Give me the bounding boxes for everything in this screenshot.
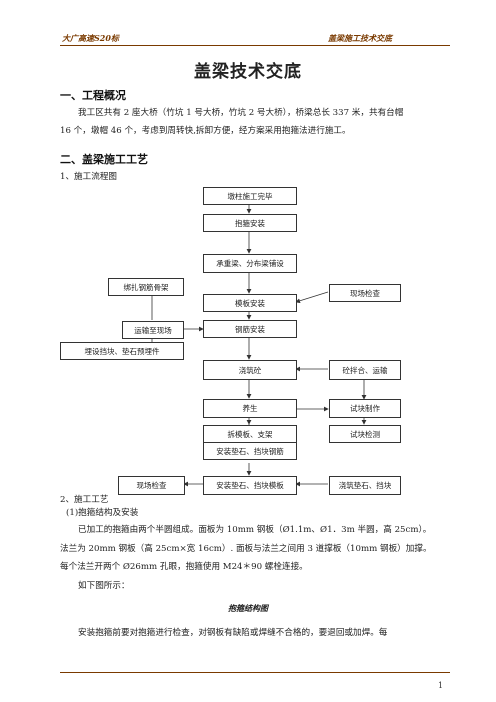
footer-rule [60,672,450,673]
flow-hoop-install: 抱箍安装 [203,214,297,232]
flow-bearing-formwork: 安装垫石、挡块模板 [203,476,297,495]
figure-caption: 抱箍结构图 [228,603,268,613]
flow-beam-laying: 承重梁、分布梁铺设 [203,254,297,273]
flow-pier-done: 墩柱施工完毕 [203,187,297,205]
flow-site-inspection-2: 现场检查 [118,476,185,495]
flow-pour-bearing: 浇筑垫石、挡块 [329,476,401,495]
hoop-line-4: 如下图所示： [78,581,130,591]
flow-sample-testing: 试块检测 [329,425,401,443]
hoop-line-1: 已加工的抱箍由两个半圆组成。面板为 10mm 钢板（Ø1.1m、Ø1．3m 半圆… [78,525,432,535]
flow-rebar-install: 钢筋安装 [203,320,297,338]
flow-pour-concrete: 浇筑砼 [203,360,297,380]
process-subheading: 2、施工工艺 [60,495,109,505]
overview-line-1: 我工区共有 2 座大桥（竹坑 1 号大桥，竹坑 2 号大桥），桥梁总长 337 … [78,108,404,118]
overview-line-2: 16 个，墩帽 46 个，考虑到周转快,拆卸方便，经方案采用抱箍法进行施工。 [60,126,351,136]
flow-embed-parts: 埋设挡块、垫石预埋件 [60,342,184,360]
flow-site-inspection-1: 现场检查 [329,284,401,302]
flow-rebar-cage: 绑扎钢筋骨架 [108,278,184,296]
flow-concrete-mixing: 砼拌合、运输 [329,360,401,380]
flow-formwork-install: 模板安装 [203,294,297,312]
flow-sample-making: 试块制作 [329,399,401,418]
header-rule [60,45,450,46]
hoop-line-5: 安装抱箍前要对抱箍进行检查，对钢板有缺陷或焊缝不合格的，要退回或加焊。每 [78,628,388,638]
flow-bearing-rebar: 安装垫石、挡块钢筋 [203,442,297,460]
flowchart-subheading: 1、施工流程图 [60,172,118,182]
hoop-subheading: (1)抱箍结构及安装 [66,508,139,518]
flow-transport-to-site: 运输至现场 [122,321,184,339]
section-heading-process: 二、盖梁施工工艺 [60,153,148,166]
hoop-line-3: 每个法兰开两个 Ø26mm 孔眼，抱箍使用 M24＊90 螺栓连接。 [60,562,308,572]
flow-curing: 养生 [203,399,297,418]
section-heading-overview: 一、工程概况 [60,89,126,102]
hoop-line-2: 法兰为 20mm 钢板（高 25cm×宽 16cm）. 面板与法兰之间用 3 道… [60,544,432,554]
document-title: 盖梁技术交底 [194,62,302,82]
header-right: 盖梁施工技术交底 [328,33,392,43]
header-left: 大广高速S20标 [62,33,119,43]
page-number: 1 [438,681,444,690]
flow-remove-formwork: 拆模板、支架 [203,425,297,443]
